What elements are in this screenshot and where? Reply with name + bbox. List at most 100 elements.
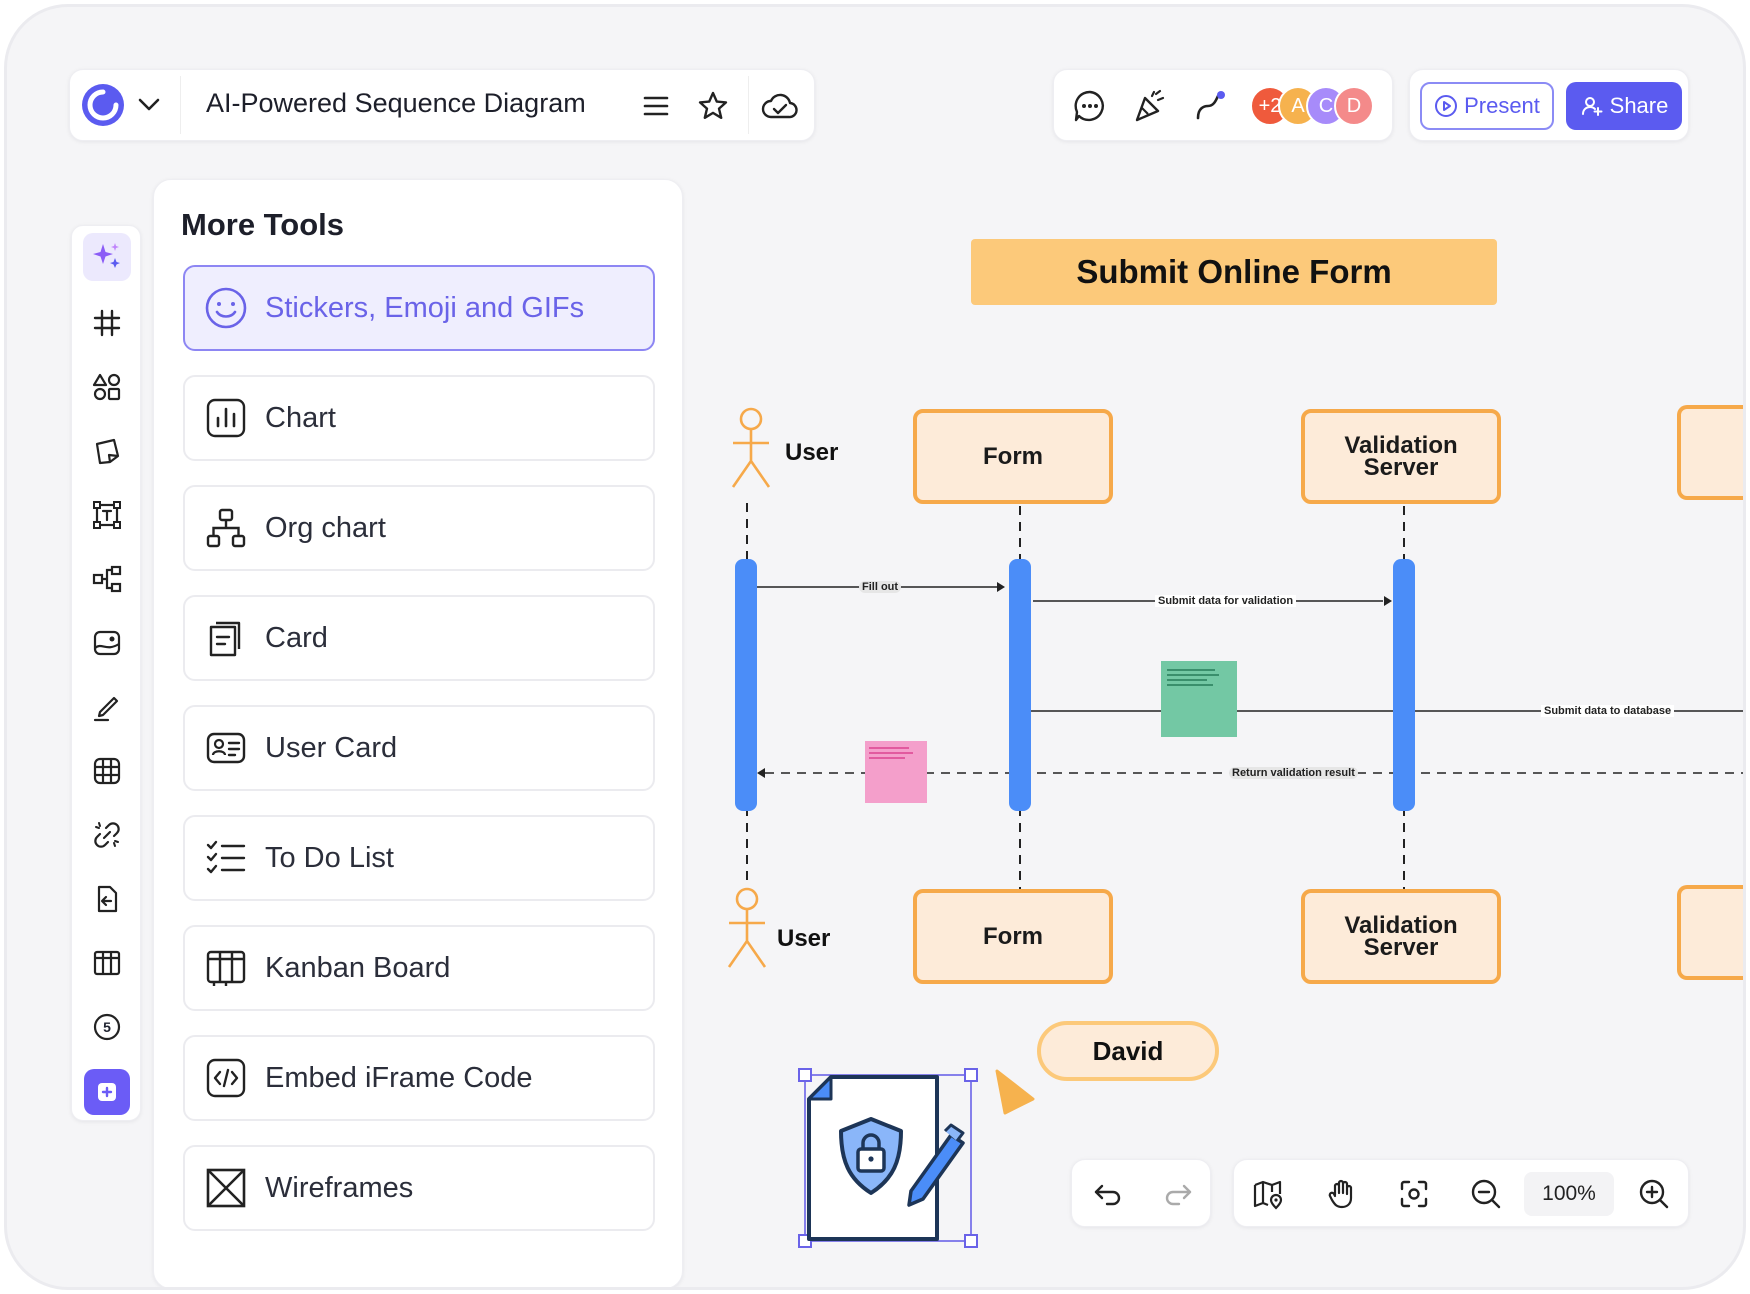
play-icon: [1434, 94, 1458, 118]
share-button[interactable]: Share: [1566, 82, 1682, 130]
tool-kanban[interactable]: Kanban Board: [183, 925, 655, 1011]
activation-bar-form[interactable]: [1009, 559, 1031, 811]
table-icon[interactable]: [83, 747, 131, 795]
embed-code-icon: [203, 1055, 249, 1101]
map-pin-icon[interactable]: [1246, 1172, 1290, 1216]
ai-sparkle-icon[interactable]: [83, 233, 131, 281]
fit-screen-icon[interactable]: [1392, 1172, 1436, 1216]
participant-partial-top[interactable]: [1677, 405, 1743, 500]
activation-bar-user[interactable]: [735, 559, 757, 811]
hand-pan-icon[interactable]: [1320, 1172, 1364, 1216]
tool-label: Chart: [265, 401, 336, 434]
more-tools-icon[interactable]: [84, 1069, 130, 1115]
number-badge-icon[interactable]: 5: [83, 1003, 131, 1051]
cursor-name: David: [1092, 1035, 1164, 1066]
menu-icon[interactable]: [636, 86, 676, 126]
kanban-icon[interactable]: [83, 939, 131, 987]
message-label[interactable]: Submit data for validation: [1155, 595, 1297, 607]
tool-org-chart[interactable]: Org chart: [183, 485, 655, 571]
card-icon: [203, 615, 249, 661]
import-icon[interactable]: [83, 875, 131, 923]
participant-partial-bottom[interactable]: [1677, 885, 1743, 980]
activation-bar-validation[interactable]: [1393, 559, 1415, 811]
participant-label: Server: [1363, 453, 1439, 481]
zoom-in-icon[interactable]: [1632, 1172, 1676, 1216]
diagram-title[interactable]: Submit Online Form: [971, 239, 1497, 305]
comment-icon[interactable]: [1068, 84, 1112, 128]
participant-form-bottom[interactable]: Form: [913, 889, 1113, 984]
avatar-stack[interactable]: +2 A C D: [1250, 86, 1380, 128]
star-icon[interactable]: [692, 85, 734, 127]
tool-label: Kanban Board: [265, 951, 451, 984]
participant-label: Validation: [1344, 911, 1458, 939]
message-label[interactable]: Fill out: [859, 581, 902, 593]
participant-form-top[interactable]: Form: [913, 409, 1113, 504]
tool-label: User Card: [265, 731, 398, 764]
sticky-note-pink[interactable]: [865, 741, 927, 803]
header-divider: [180, 76, 181, 134]
sticky-note-green[interactable]: [1161, 661, 1237, 737]
user-card-icon: [203, 725, 249, 771]
panel-title: More Tools: [181, 207, 345, 242]
message-label[interactable]: Submit data to database: [1541, 705, 1675, 717]
todo-list-icon: [203, 835, 249, 881]
history-bar: [1071, 1159, 1211, 1227]
text-frame-icon[interactable]: [83, 491, 131, 539]
zoom-level[interactable]: 100%: [1524, 1172, 1614, 1216]
document-header-bar: AI-Powered Sequence Diagram: [69, 69, 815, 141]
tool-label: Wireframes: [265, 1171, 414, 1204]
undo-icon[interactable]: [1086, 1172, 1130, 1216]
left-toolbar: [71, 225, 141, 1121]
present-label: Present: [1464, 93, 1540, 118]
header-divider: [748, 76, 749, 134]
actor-user-top-icon: [731, 407, 771, 488]
grid-hash-icon[interactable]: [83, 299, 131, 347]
tool-chart[interactable]: Chart: [183, 375, 655, 461]
wireframe-icon: [203, 1165, 249, 1211]
kanban-icon: [203, 945, 249, 991]
actor-user-bottom-label[interactable]: User: [777, 925, 831, 952]
tool-wireframes[interactable]: Wireframes: [183, 1145, 655, 1231]
participant-validation-top[interactable]: Validation Server: [1301, 409, 1501, 504]
shapes-icon[interactable]: [83, 363, 131, 411]
redo-icon[interactable]: [1156, 1172, 1200, 1216]
diagram-title-text: Submit Online Form: [1076, 253, 1392, 290]
actor-user-top-label[interactable]: User: [785, 439, 839, 466]
connector-icon[interactable]: [1188, 84, 1232, 128]
chart-icon: [203, 395, 249, 441]
mind-map-icon[interactable]: [83, 555, 131, 603]
tool-todo-list[interactable]: To Do List: [183, 815, 655, 901]
tool-stickers[interactable]: Stickers, Emoji and GIFs: [183, 265, 655, 351]
participant-label: Validation: [1344, 431, 1458, 459]
app-logo-icon[interactable]: [80, 82, 126, 128]
tool-label: Embed iFrame Code: [265, 1061, 533, 1094]
image-icon[interactable]: [83, 619, 131, 667]
tool-label: Org chart: [265, 511, 386, 544]
tool-label: To Do List: [265, 841, 394, 874]
org-chart-icon: [203, 505, 249, 551]
view-controls-bar: 100%: [1233, 1159, 1689, 1227]
tool-user-card[interactable]: User Card: [183, 705, 655, 791]
tool-embed-iframe[interactable]: Embed iFrame Code: [183, 1035, 655, 1121]
celebration-icon[interactable]: [1128, 84, 1172, 128]
participant-label: Server: [1363, 933, 1439, 961]
present-button[interactable]: Present: [1420, 82, 1554, 130]
pen-icon[interactable]: [83, 683, 131, 731]
tool-card[interactable]: Card: [183, 595, 655, 681]
avatar[interactable]: D: [1334, 86, 1374, 126]
tool-label: Card: [265, 621, 328, 654]
cloud-saved-icon[interactable]: [758, 84, 802, 128]
secure-document-icon: [807, 1075, 965, 1241]
tool-label: Stickers, Emoji and GIFs: [265, 291, 585, 324]
participant-validation-bottom[interactable]: Validation Server: [1301, 889, 1501, 984]
zoom-out-icon[interactable]: [1464, 1172, 1508, 1216]
chevron-down-icon[interactable]: [134, 90, 164, 120]
smile-icon: [203, 285, 249, 331]
link-icon[interactable]: [83, 811, 131, 859]
collaboration-bar: +2 A C D: [1053, 69, 1393, 141]
message-label[interactable]: Return validation result: [1229, 767, 1358, 779]
collaborator-cursor-label: David: [1037, 1021, 1219, 1081]
add-user-icon: [1580, 94, 1604, 118]
document-title[interactable]: AI-Powered Sequence Diagram: [206, 88, 586, 118]
sticky-note-icon[interactable]: [83, 427, 131, 475]
